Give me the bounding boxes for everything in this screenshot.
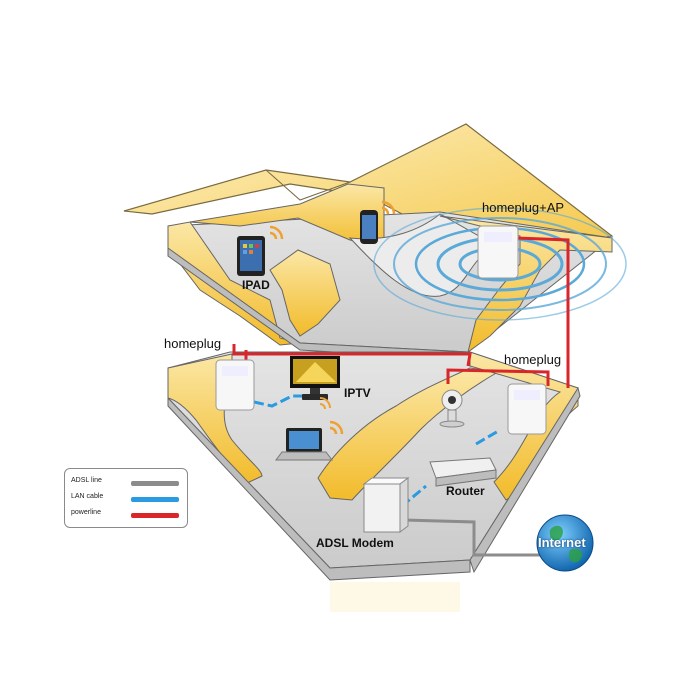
homeplug-right-label: homeplug bbox=[504, 352, 562, 367]
adsl-line bbox=[403, 518, 540, 557]
laptop-wifi-icon bbox=[329, 420, 344, 435]
homeplug-ap-adapter bbox=[477, 225, 519, 279]
legend-swatch-red bbox=[131, 513, 179, 518]
internet-label: Internet bbox=[538, 535, 586, 550]
legend-item-powerline: powerline bbox=[71, 509, 183, 523]
adsl-modem-label: ADSL Modem bbox=[316, 536, 394, 550]
iptv-tv-device bbox=[290, 356, 340, 400]
homeplug-left-label: homeplug bbox=[164, 336, 222, 351]
homeplug-ap-label: homeplug+AP bbox=[482, 200, 565, 215]
router-label: Router bbox=[446, 484, 485, 498]
ipad-label: IPAD bbox=[242, 278, 270, 292]
homeplug-right-adapter bbox=[507, 383, 547, 435]
legend-item-label: powerline bbox=[71, 509, 101, 516]
internet-globe-icon bbox=[536, 514, 594, 572]
legend-item-label: LAN cable bbox=[71, 493, 104, 500]
legend-item-label: ADSL line bbox=[71, 477, 102, 484]
ipad-wifi-icon bbox=[269, 225, 284, 240]
router-device bbox=[429, 457, 497, 487]
powerline-cables bbox=[232, 236, 570, 388]
laptop-device bbox=[275, 428, 333, 461]
legend-swatch-blue bbox=[131, 497, 179, 502]
iptv-label: IPTV bbox=[344, 386, 371, 400]
ip-camera-device bbox=[439, 389, 465, 428]
adsl-modem-device bbox=[362, 477, 410, 533]
legend: ADSL line LAN cable powerline bbox=[64, 468, 188, 528]
legend-item-adsl-line: ADSL line bbox=[71, 477, 183, 491]
iptv-wifi-icon bbox=[319, 397, 331, 410]
floor-reflection bbox=[330, 582, 460, 612]
iphone-device bbox=[360, 210, 378, 244]
iphone-wifi-icon bbox=[381, 200, 396, 215]
ipad-device bbox=[237, 236, 265, 276]
legend-swatch-gray bbox=[131, 481, 179, 486]
legend-item-lan-cable: LAN cable bbox=[71, 493, 183, 507]
homeplug-left-adapter bbox=[215, 359, 255, 411]
